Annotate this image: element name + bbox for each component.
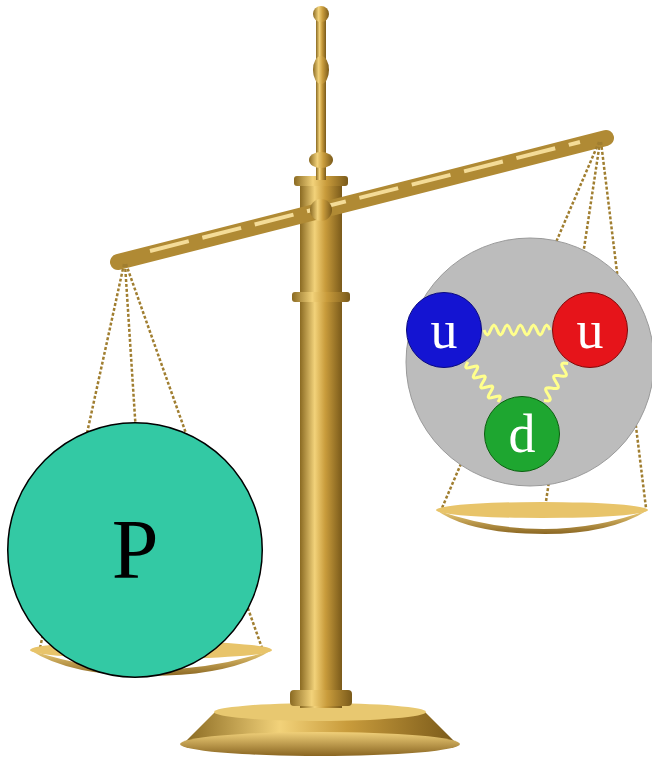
quark-label: d	[509, 407, 536, 461]
quark-circle: u	[406, 292, 482, 368]
beam-openings	[150, 142, 580, 251]
beam-pivot	[310, 199, 332, 221]
finial-bulb	[313, 56, 329, 84]
proton-circle	[406, 238, 652, 486]
scale-column	[300, 178, 342, 708]
finial-knob	[313, 6, 329, 22]
scale-foot	[180, 732, 460, 756]
gluon-line	[466, 362, 501, 402]
gluon-line	[544, 363, 568, 401]
right-pan-rim	[436, 502, 648, 518]
gluon-line	[484, 325, 550, 335]
particle-circle: P	[7, 422, 263, 678]
column-ring	[290, 690, 352, 706]
quark-label: u	[431, 303, 458, 357]
finial-bulb	[309, 152, 333, 168]
particle-label: P	[112, 508, 159, 592]
column-ring	[292, 292, 350, 302]
quark-label: u	[577, 303, 604, 357]
quark-circle: d	[484, 396, 560, 472]
quark-circle: u	[552, 292, 628, 368]
